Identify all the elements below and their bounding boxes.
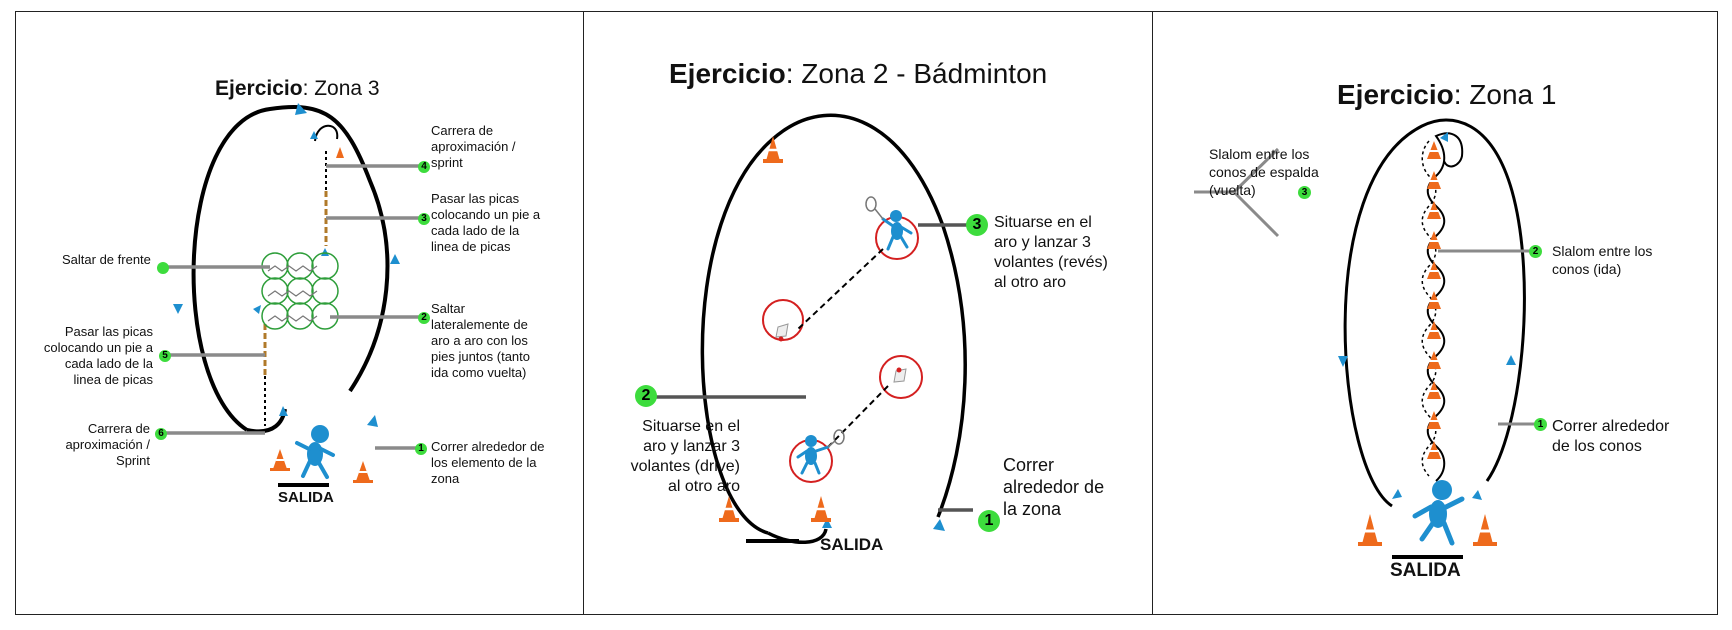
cone-icon xyxy=(719,496,739,522)
diagram-frame xyxy=(15,11,1718,615)
step-badge: 2 xyxy=(418,312,430,324)
direction-arrow-icon xyxy=(253,305,261,314)
track-path xyxy=(767,528,828,545)
track-path xyxy=(700,113,967,535)
cone-icon xyxy=(1427,441,1441,459)
step-label: Slalom entre los conos de espalda (vuelt… xyxy=(1209,146,1319,198)
cone-icon xyxy=(1427,171,1441,189)
shuttlecock-icon xyxy=(893,367,907,383)
cone-column xyxy=(1427,141,1441,459)
panel-title: Ejercicio: Zona 3 xyxy=(215,77,380,100)
step-badge xyxy=(157,262,169,274)
step-label: Carrera de aproximación / Sprint xyxy=(65,421,150,468)
shuttle-trajectory xyxy=(827,385,889,448)
slalom-path-out xyxy=(1426,132,1464,482)
start-label: SALIDA xyxy=(1390,560,1461,581)
shuttlecock-icon xyxy=(775,323,789,342)
step-label: Pasar las picas colocando un pie a cada … xyxy=(431,191,541,254)
step-badge: 2 xyxy=(635,385,657,407)
step-badge: 1 xyxy=(978,510,1000,532)
step-label: Pasar las picas colocando un pie a cada … xyxy=(43,324,153,387)
panel-title: Ejercicio: Zona 2 - Bádminton xyxy=(669,58,1048,89)
direction-arrow-icon xyxy=(279,406,288,416)
step-badge: 1 xyxy=(1534,418,1547,431)
direction-arrow-icon xyxy=(1440,132,1448,142)
step-label: Slalom entre los conos (ida) xyxy=(1552,243,1653,277)
cone-icon xyxy=(270,449,290,471)
shuttle-trajectory xyxy=(797,248,884,330)
track-path xyxy=(1343,118,1526,508)
cone-icon xyxy=(1427,141,1441,159)
direction-arrow-icon xyxy=(321,248,329,256)
start-label: SALIDA xyxy=(278,489,334,506)
step-label: Saltar lateralemente de aro a aro con lo… xyxy=(431,301,531,380)
direction-arrow-icon xyxy=(1472,490,1482,500)
panel-divider xyxy=(1152,11,1153,615)
start-label: SALIDA xyxy=(820,535,884,554)
step-label: Correr alrededor de los elemento de la z… xyxy=(431,439,545,486)
step-badge: 4 xyxy=(418,161,430,173)
cone-icon xyxy=(1427,291,1441,309)
direction-arrow-icon xyxy=(933,519,945,531)
panel-zona1: Ejercicio: Zona 1 xyxy=(1152,11,1718,615)
cone-icon xyxy=(1427,201,1441,219)
panel-zona2: Ejercicio: Zona 2 - Bádminton xyxy=(583,11,1152,615)
direction-arrow-icon xyxy=(1338,356,1348,367)
step-label: Situarse en el aro y lanzar 3 volantes (… xyxy=(630,418,740,495)
runner-figure-icon xyxy=(295,425,335,479)
leader-lines xyxy=(655,223,973,512)
cone-icon xyxy=(1427,231,1441,249)
cone-icon xyxy=(1427,381,1441,399)
step-badge: 3 xyxy=(1298,186,1311,199)
cone-icon xyxy=(1427,261,1441,279)
zona2-drawing xyxy=(655,113,973,545)
step-badge: 2 xyxy=(1529,245,1542,258)
slalom-path-back xyxy=(1421,140,1437,477)
step-badge: 1 xyxy=(415,443,427,455)
direction-arrow-icon xyxy=(295,103,307,115)
leader-lines xyxy=(1194,147,1537,426)
track-path xyxy=(314,124,339,142)
cone-icon xyxy=(1473,514,1497,546)
direction-arrow-icon xyxy=(367,415,378,427)
step-badge: 3 xyxy=(418,213,430,225)
zona1-drawing xyxy=(1194,118,1537,559)
panel-divider xyxy=(583,11,584,615)
cone-icon xyxy=(1427,351,1441,369)
direction-arrow-icon xyxy=(1392,489,1402,499)
cone-icon xyxy=(763,136,783,163)
cone-icon xyxy=(811,496,831,522)
step-label: Saltar de frente xyxy=(62,252,151,267)
direction-arrow-icon xyxy=(822,518,832,528)
step-badge: 6 xyxy=(155,428,167,440)
step-badge: 5 xyxy=(159,350,171,362)
step-label: Situarse en el aro y lanzar 3 volantes (… xyxy=(994,214,1108,291)
step-label: Correr alrededor de los conos xyxy=(1552,418,1670,455)
direction-arrow-icon xyxy=(310,131,318,139)
cone-icon xyxy=(1358,514,1382,546)
direction-arrow-icon xyxy=(390,254,400,264)
player-figure-icon xyxy=(865,196,913,251)
step-label: Carrera de aproximación / sprint xyxy=(431,123,516,170)
cone-icon xyxy=(1427,321,1441,339)
direction-arrow-icon xyxy=(173,304,183,314)
cone-icon xyxy=(1427,411,1441,429)
cone-icon xyxy=(336,147,344,158)
leader-lines xyxy=(163,164,423,450)
direction-arrow-icon xyxy=(1506,355,1516,365)
step-label: Correr alrededor de la zona xyxy=(1003,455,1105,519)
runner-figure-icon xyxy=(1412,480,1465,546)
panel-title: Ejercicio: Zona 1 xyxy=(1337,79,1557,110)
zona3-drawing xyxy=(163,103,423,487)
cone-icon xyxy=(353,461,373,483)
player-figure-icon xyxy=(796,429,845,475)
panel-zona3: Ejercicio: Zona 3 xyxy=(15,11,583,615)
step-badge: 3 xyxy=(966,214,988,236)
track-path xyxy=(191,105,390,432)
hoop-path xyxy=(267,265,318,322)
